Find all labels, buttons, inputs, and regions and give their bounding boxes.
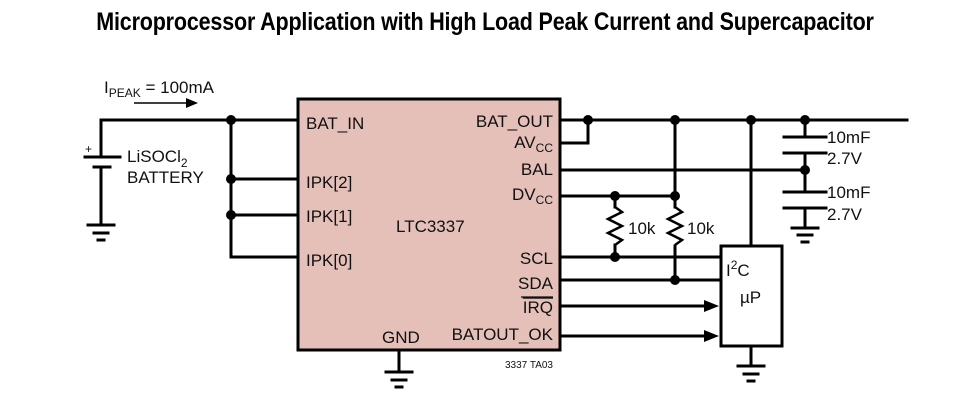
battery-plus-sign: +	[85, 142, 92, 156]
cap-1-capacitance: 10mF	[827, 128, 870, 147]
pin-ipk0: IPK[0]	[306, 251, 352, 270]
pin-sda: SDA	[518, 274, 554, 293]
microprocessor-label: µP	[740, 288, 761, 307]
pin-ipk1: IPK[1]	[306, 207, 352, 226]
pin-gnd: GND	[382, 328, 420, 347]
pin-ipk2: IPK[2]	[306, 173, 352, 192]
batout-ok-arrow-icon	[704, 330, 719, 342]
ltc3337-ic-body	[296, 97, 562, 352]
microprocessor-ground-icon	[736, 345, 766, 383]
pin-avcc: AVCC	[514, 133, 553, 155]
pin-batout-ok: BATOUT_OK	[452, 325, 554, 344]
supercapacitor-stack	[782, 115, 828, 244]
current-arrow-icon	[134, 98, 198, 108]
battery-ground-icon	[86, 223, 116, 242]
pin-bat-in: BAT_IN	[306, 114, 364, 133]
pin-bat-out: BAT_OUT	[476, 112, 553, 131]
cap-2-capacitance: 10mF	[827, 183, 870, 202]
ic-ground-icon	[384, 348, 414, 389]
resistor-1-value: 10k	[628, 219, 656, 238]
ipk-bus-wires	[226, 115, 300, 259]
battery-chemistry-label: LiSOCl2	[127, 147, 188, 170]
pin-irq: IRQ	[523, 298, 553, 317]
pin-bal: BAL	[521, 160, 553, 179]
cap-1-voltage: 2.7V	[827, 149, 863, 168]
microprocessor-box	[719, 244, 784, 348]
pin-scl: SCL	[520, 249, 553, 268]
i2c-label: I2C	[726, 258, 750, 280]
irq-arrow-icon	[704, 300, 719, 312]
pin-dvcc: DVCC	[512, 185, 553, 207]
ic-part-number: LTC3337	[396, 217, 465, 236]
pullup-resistor-sda	[665, 194, 685, 247]
ipeak-label: IPEAK = 100mA	[104, 78, 215, 100]
output-wires	[558, 115, 909, 338]
resistor-2-value: 10k	[687, 219, 715, 238]
diagram-title: Microprocessor Application with High Loa…	[96, 8, 874, 36]
pullup-resistor-scl	[605, 194, 625, 259]
cap-2-voltage: 2.7V	[827, 205, 863, 224]
battery-label: BATTERY	[127, 168, 204, 187]
figure-id: 3337 TA03	[505, 360, 553, 371]
